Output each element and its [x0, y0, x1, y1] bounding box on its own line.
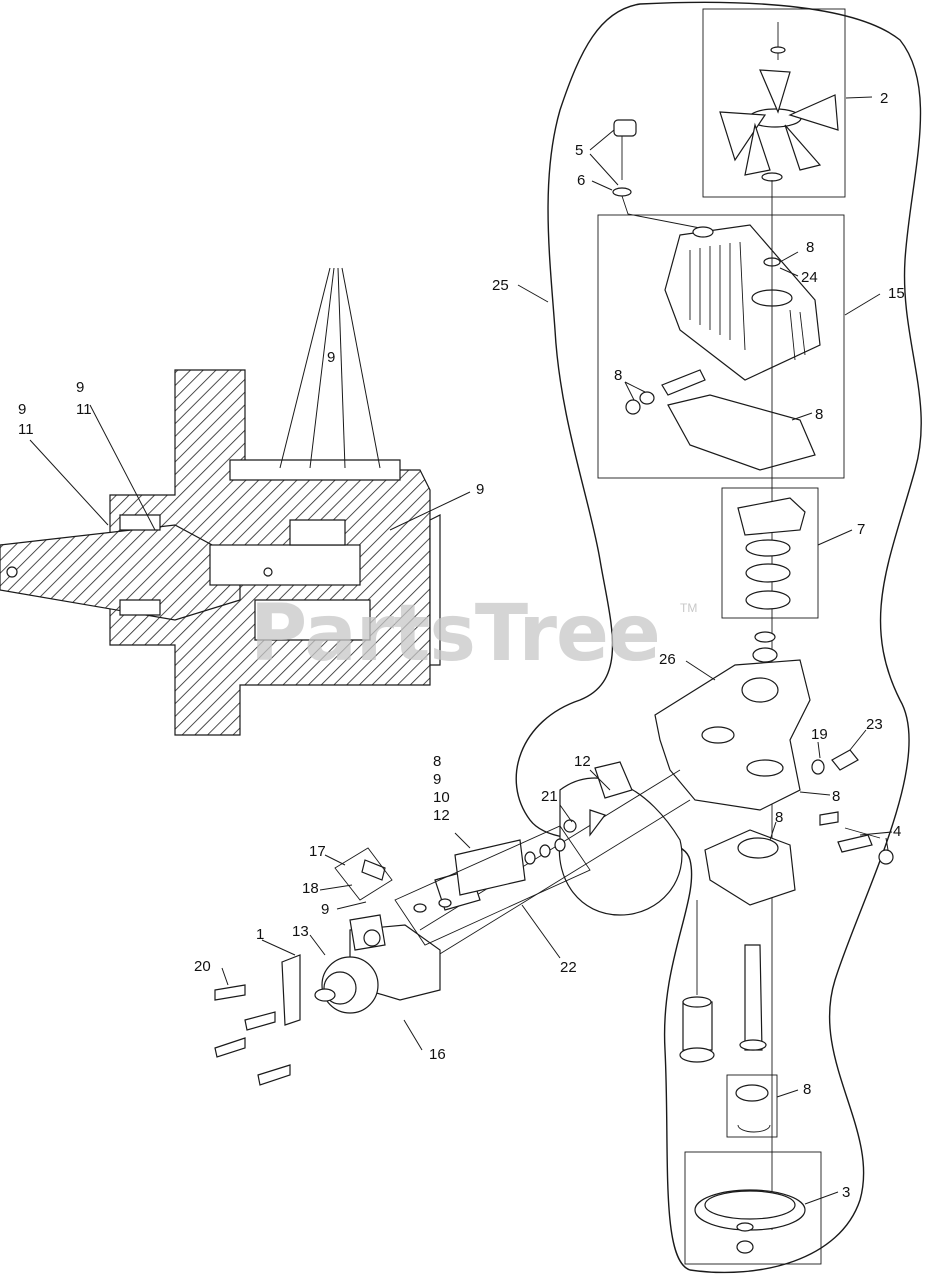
callout-section-9-top: 9 [327, 349, 335, 366]
callout-5: 5 [575, 142, 583, 159]
callout-stack-12: 12 [433, 807, 450, 824]
filter-cap-icon [612, 119, 701, 229]
callout-25: 25 [492, 277, 509, 294]
callout-4: 4 [893, 823, 901, 840]
callout-stack-10: 10 [433, 789, 450, 806]
assembly-boundary-outline [515, 1, 922, 1274]
callout-18: 18 [302, 880, 319, 897]
callout-section-9-b: 9 [18, 401, 26, 418]
leader-lines [29, 96, 893, 1205]
callout-8-left: 8 [614, 367, 622, 384]
callout-13: 13 [292, 923, 309, 940]
callout-3: 3 [842, 1184, 850, 1201]
watermark-trademark: TM [680, 601, 697, 615]
callout-8-center: 8 [775, 809, 783, 826]
callout-8-gasket: 8 [815, 406, 823, 423]
seal-kit-box [394, 825, 591, 946]
housing-icon [625, 224, 821, 471]
callout-16: 16 [429, 1046, 446, 1063]
callout-22: 22 [560, 959, 577, 976]
callout-section-9-a: 9 [76, 379, 84, 396]
callout-8-side: 8 [832, 788, 840, 805]
callout-9-link: 9 [321, 901, 329, 918]
callout-8-bottom: 8 [803, 1081, 811, 1098]
callout-12: 12 [574, 753, 591, 770]
callout-1: 1 [256, 926, 264, 943]
callout-17: 17 [309, 843, 326, 860]
housing-box [597, 214, 845, 479]
callout-2: 2 [880, 90, 888, 107]
callout-7: 7 [857, 521, 865, 538]
callout-19: 19 [811, 726, 828, 743]
callout-section-11-a: 11 [76, 401, 92, 418]
callout-26: 26 [659, 651, 676, 668]
pump-icon [679, 900, 767, 1063]
pulley-icon [694, 1189, 806, 1254]
callout-8-top: 8 [806, 239, 814, 256]
callout-section-9-right: 9 [476, 481, 484, 498]
callout-stack-8: 8 [433, 753, 441, 770]
watermark-text: PartsTree [250, 589, 660, 679]
callout-23: 23 [866, 716, 883, 733]
fan-icon [719, 22, 839, 182]
bearing-box [721, 487, 819, 619]
fan-box [702, 8, 846, 198]
callout-6: 6 [577, 172, 585, 189]
center-case-icon [654, 631, 811, 906]
cross-section-icon [0, 369, 441, 736]
callout-24: 24 [801, 269, 818, 286]
fittings-icon [811, 749, 894, 865]
axle-assembly-icon [214, 761, 691, 1086]
callout-stack-9: 9 [433, 771, 441, 788]
callout-21: 21 [541, 788, 558, 805]
retainer-box [726, 1074, 778, 1138]
retainer-icon [735, 1084, 771, 1133]
bearing-icon [737, 497, 806, 610]
link-kit-box [334, 847, 393, 901]
callout-15: 15 [888, 285, 905, 302]
callout-20: 20 [194, 958, 211, 975]
pulley-box [684, 1151, 822, 1265]
callout-section-11-b: 11 [18, 421, 34, 438]
